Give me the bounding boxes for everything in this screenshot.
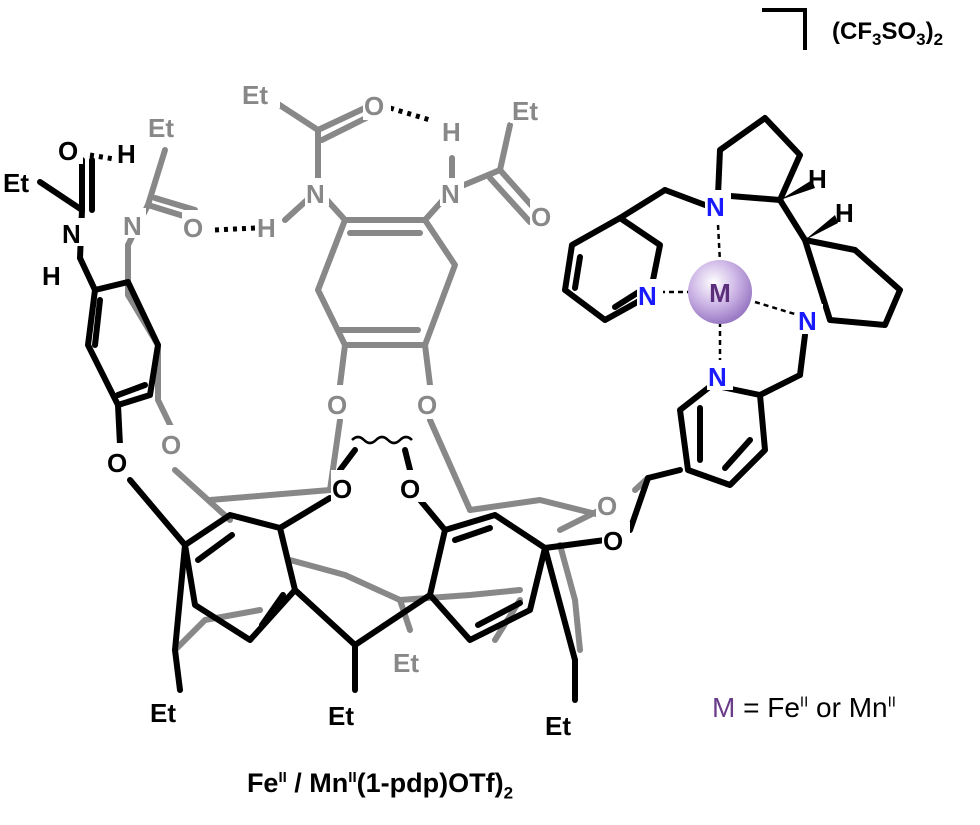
wavy-interaction-line [351, 435, 413, 445]
atom-o: O [161, 430, 181, 460]
atom-h: H [117, 139, 136, 169]
back-framework-bonds [125, 99, 651, 653]
atom-n-pyrrolidine: N [798, 306, 817, 336]
atom-h: H [808, 164, 827, 194]
atom-o: O [400, 474, 420, 504]
metal-center-label: M [709, 278, 731, 308]
atom-o: O [107, 448, 127, 478]
atom-o: O [417, 390, 437, 420]
atom-o: O [58, 136, 78, 166]
atom-o: O [364, 91, 384, 121]
charge-bracket [762, 8, 807, 50]
metal-definition-note: M = FeII or MnII [712, 692, 896, 723]
atom-h: H [835, 198, 854, 228]
atom-et: Et [328, 701, 354, 731]
atom-h: H [257, 213, 276, 243]
atom-o: O [531, 202, 551, 232]
atom-n: N [123, 211, 142, 241]
atom-et: Et [3, 168, 29, 198]
front-framework-bonds [37, 115, 903, 703]
atom-o: O [183, 213, 203, 243]
atom-o: O [327, 390, 347, 420]
figure-caption: FeII / MnII(1-pdp)OTf)2 [246, 768, 514, 803]
atom-n-pyridine: N [638, 281, 657, 311]
atom-o: O [597, 491, 617, 521]
atom-et: Et [512, 96, 538, 126]
atom-o: O [332, 474, 352, 504]
atom-et: Et [545, 711, 571, 741]
atom-n: N [62, 219, 81, 249]
metal-center-sphere [688, 260, 752, 324]
counterion-label: (CF3SO3)2 [832, 18, 944, 49]
atom-et: Et [242, 80, 268, 110]
atom-o: O [603, 526, 623, 556]
atom-n: N [306, 179, 325, 209]
atom-h: H [442, 117, 461, 147]
atom-et: Et [148, 113, 174, 143]
atom-labels-black: O H Et N H O O O O Et Et Et H H [3, 134, 854, 741]
atom-h: H [42, 261, 61, 291]
atom-labels-nitrogen: N N N N [637, 190, 823, 392]
atom-n: N [441, 179, 460, 209]
hydrogen-bonds [89, 105, 431, 233]
atom-n-pyridine: N [708, 362, 727, 392]
atom-labels-gray: Et N O H Et O H Et N N O O O O O Et [122, 80, 624, 678]
atom-n-pyrrolidine: N [706, 192, 725, 222]
coordination-bonds [660, 224, 799, 360]
stereo-wedge-bonds [780, 180, 838, 240]
atom-et: Et [150, 698, 176, 728]
atom-et: Et [393, 648, 419, 678]
